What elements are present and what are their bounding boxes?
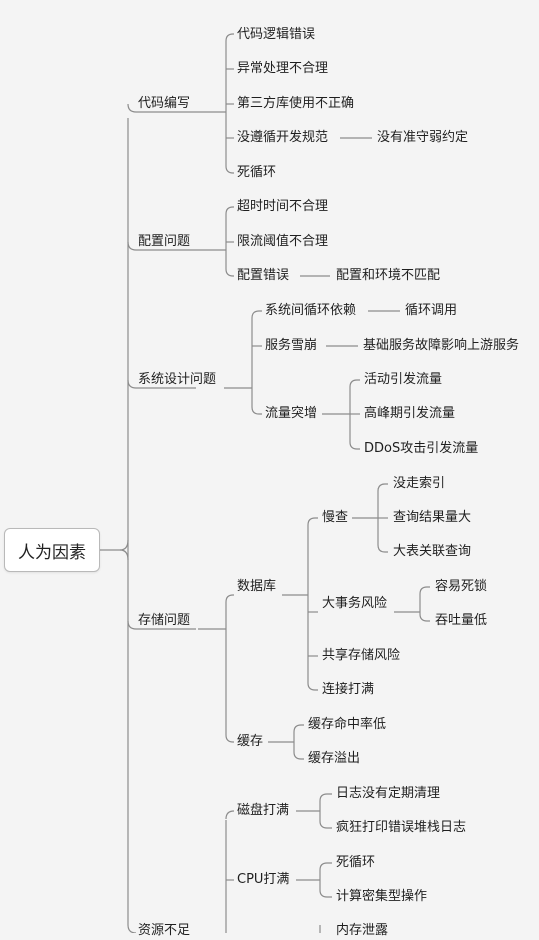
leaf-memory-leak[interactable]: 内存泄露 bbox=[336, 923, 389, 938]
leaf-compute-intensive[interactable]: 计算密集型操作 bbox=[336, 889, 428, 904]
cache-tick-0 bbox=[293, 724, 304, 733]
leaf-config-env-mismatch[interactable]: 配置和环境不匹配 bbox=[336, 268, 441, 283]
leaf-peak-traffic[interactable]: 高峰期引发流量 bbox=[364, 406, 456, 421]
node-traffic-surge[interactable]: 流量突增 bbox=[265, 406, 318, 421]
leaf-cache-hit-rate[interactable]: 缓存命中率低 bbox=[308, 717, 387, 732]
node-dev-standards[interactable]: 没遵循开发规范 bbox=[237, 130, 329, 145]
leaf-deadlock[interactable]: 容易死锁 bbox=[435, 579, 488, 594]
traffic-tick-2 bbox=[349, 441, 360, 450]
traffic-tick-0 bbox=[349, 379, 360, 388]
config-tick-0 bbox=[225, 206, 234, 215]
cache-tick-1 bbox=[293, 751, 304, 760]
branch-resources[interactable]: 资源不足 bbox=[138, 923, 191, 938]
leaf-large-result[interactable]: 查询结果量大 bbox=[393, 510, 472, 525]
cpu-tick-1 bbox=[319, 889, 332, 898]
leaf-connections-full[interactable]: 连接打满 bbox=[322, 682, 375, 697]
node-cpu-full[interactable]: CPU打满 bbox=[237, 872, 290, 887]
root-tick-0 bbox=[127, 103, 196, 113]
leaf-big-table-join[interactable]: 大表关联查询 bbox=[393, 544, 472, 559]
node-big-transaction[interactable]: 大事务风险 bbox=[322, 596, 388, 611]
node-slow-query[interactable]: 慢查 bbox=[322, 510, 349, 525]
cpu-tick-0 bbox=[319, 862, 332, 871]
leaf-cache-overflow[interactable]: 缓存溢出 bbox=[308, 751, 361, 766]
root-join-down bbox=[119, 549, 129, 561]
leaf-code-logic-error[interactable]: 代码逻辑错误 bbox=[237, 27, 316, 42]
big-tx-tick-1 bbox=[419, 613, 430, 622]
leaf-weak-convention[interactable]: 没有准守弱约定 bbox=[377, 130, 469, 145]
storage-tick-1 bbox=[225, 734, 234, 743]
branch-config[interactable]: 配置问题 bbox=[138, 234, 191, 249]
leaf-low-throughput[interactable]: 吞吐量低 bbox=[435, 613, 488, 628]
leaf-campaign-traffic[interactable]: 活动引发流量 bbox=[364, 372, 443, 387]
leaf-upstream-impact[interactable]: 基础服务故障影响上游服务 bbox=[363, 338, 520, 353]
root-node[interactable]: 人为因素 bbox=[4, 528, 100, 572]
leaf-shared-storage[interactable]: 共享存储风险 bbox=[322, 648, 401, 663]
node-service-avalanche[interactable]: 服务雪崩 bbox=[265, 338, 318, 353]
leaf-no-index[interactable]: 没走索引 bbox=[393, 476, 446, 491]
root-tick-4 bbox=[127, 905, 137, 933]
root-tick-1 bbox=[127, 241, 196, 251]
node-database[interactable]: 数据库 bbox=[237, 579, 277, 594]
config-tick-2 bbox=[225, 268, 234, 277]
branch-coding[interactable]: 代码编写 bbox=[138, 96, 191, 111]
database-tick-3 bbox=[307, 682, 318, 691]
coding-tick-0 bbox=[225, 33, 234, 42]
resources-tick-disk bbox=[225, 810, 235, 820]
node-cache[interactable]: 缓存 bbox=[237, 734, 264, 749]
leaf-third-party-lib[interactable]: 第三方库使用不正确 bbox=[237, 96, 355, 111]
leaf-log-cleanup[interactable]: 日志没有定期清理 bbox=[336, 786, 441, 801]
big-tx-tick-0 bbox=[419, 586, 430, 595]
leaf-infinite-loop[interactable]: 死循环 bbox=[237, 165, 277, 180]
branch-storage[interactable]: 存储问题 bbox=[138, 613, 191, 628]
node-circular-dependency[interactable]: 系统间循环依赖 bbox=[265, 303, 357, 318]
root-tick-2 bbox=[127, 379, 196, 389]
leaf-timeout[interactable]: 超时时间不合理 bbox=[237, 199, 329, 214]
branch-system-design[interactable]: 系统设计问题 bbox=[138, 372, 217, 387]
disk-tick-0 bbox=[319, 793, 332, 802]
leaf-rate-limit[interactable]: 限流阈值不合理 bbox=[237, 234, 329, 249]
slow-query-tick-0 bbox=[377, 483, 388, 492]
node-config-error[interactable]: 配置错误 bbox=[237, 268, 290, 283]
root-join-up bbox=[119, 539, 129, 551]
node-disk-full[interactable]: 磁盘打满 bbox=[237, 803, 290, 818]
leaf-error-stack-logs[interactable]: 疯狂打印错误堆栈日志 bbox=[336, 820, 467, 835]
database-tick-0 bbox=[307, 517, 318, 526]
leaf-exception-handling[interactable]: 异常处理不合理 bbox=[237, 61, 329, 76]
leaf-cpu-infinite-loop[interactable]: 死循环 bbox=[336, 855, 376, 870]
system-tick-2 bbox=[251, 406, 262, 415]
storage-tick-0 bbox=[225, 594, 234, 603]
disk-tick-1 bbox=[319, 820, 332, 829]
system-tick-0 bbox=[251, 310, 262, 319]
slow-query-tick-2 bbox=[377, 544, 388, 553]
coding-tick-4 bbox=[225, 165, 234, 174]
root-tick-3 bbox=[127, 620, 196, 630]
leaf-ddos-traffic[interactable]: DDoS攻击引发流量 bbox=[364, 441, 479, 456]
leaf-circular-call[interactable]: 循环调用 bbox=[405, 303, 458, 318]
